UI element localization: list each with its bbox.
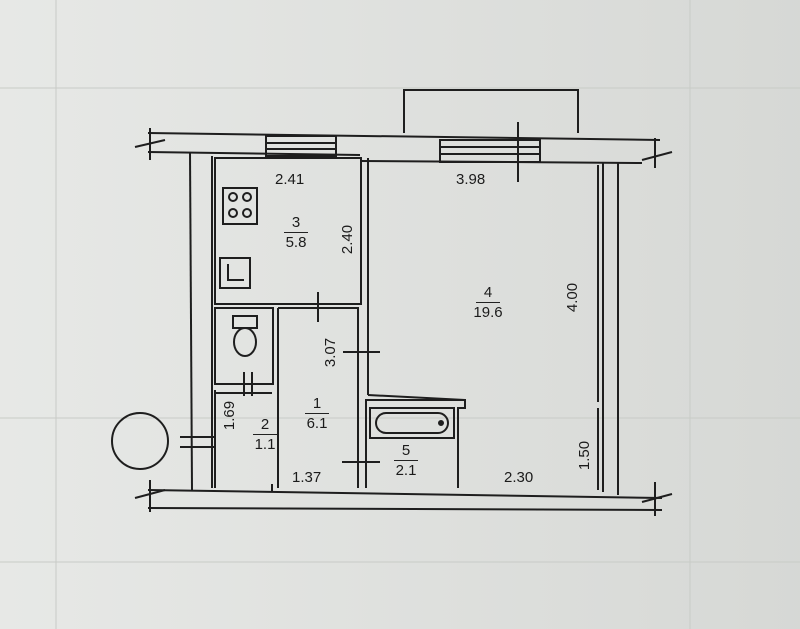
room-number: 1 <box>305 396 329 414</box>
room-number: 2 <box>253 417 277 435</box>
dimension-room2-depth: 1.69 <box>221 400 239 431</box>
dimension-room4-width: 3.98 <box>456 171 486 188</box>
dimension-bottom-right-width: 2.30 <box>504 469 534 486</box>
room-number: 4 <box>476 285 500 303</box>
dimension-hall-depth: 3.07 <box>322 337 340 368</box>
room-area: 19.6 <box>473 303 503 321</box>
room-area: 1.1 <box>254 435 276 453</box>
break-marks <box>134 128 673 516</box>
room-label-1: 1 6.1 <box>287 396 347 432</box>
room-area: 5.8 <box>285 233 307 251</box>
dimension-kitchen-width: 2.41 <box>275 171 305 188</box>
room-label-5: 5 2.1 <box>376 443 436 479</box>
door-ticks <box>180 122 519 463</box>
walls <box>147 89 663 511</box>
stove-icon <box>222 187 258 225</box>
dimension-room4-depth: 4.00 <box>564 282 582 313</box>
dimension-kitchen-depth: 2.40 <box>339 224 357 255</box>
bathtub-icon <box>369 407 455 439</box>
room-label-2: 2 1.1 <box>235 417 295 453</box>
dimension-hall-width: 1.37 <box>292 469 322 486</box>
room-label-3: 3 5.8 <box>266 215 326 251</box>
room-label-4: 4 19.6 <box>458 285 518 321</box>
room-number: 3 <box>284 215 308 233</box>
room-area: 6.1 <box>306 414 328 432</box>
room-area: 2.1 <box>395 461 417 479</box>
sink-icon <box>219 257 251 289</box>
dimension-bottom-right-depth: 1.50 <box>576 440 594 471</box>
toilet-icon <box>232 315 258 357</box>
room-number: 5 <box>394 443 418 461</box>
entrance-marker <box>111 412 169 470</box>
